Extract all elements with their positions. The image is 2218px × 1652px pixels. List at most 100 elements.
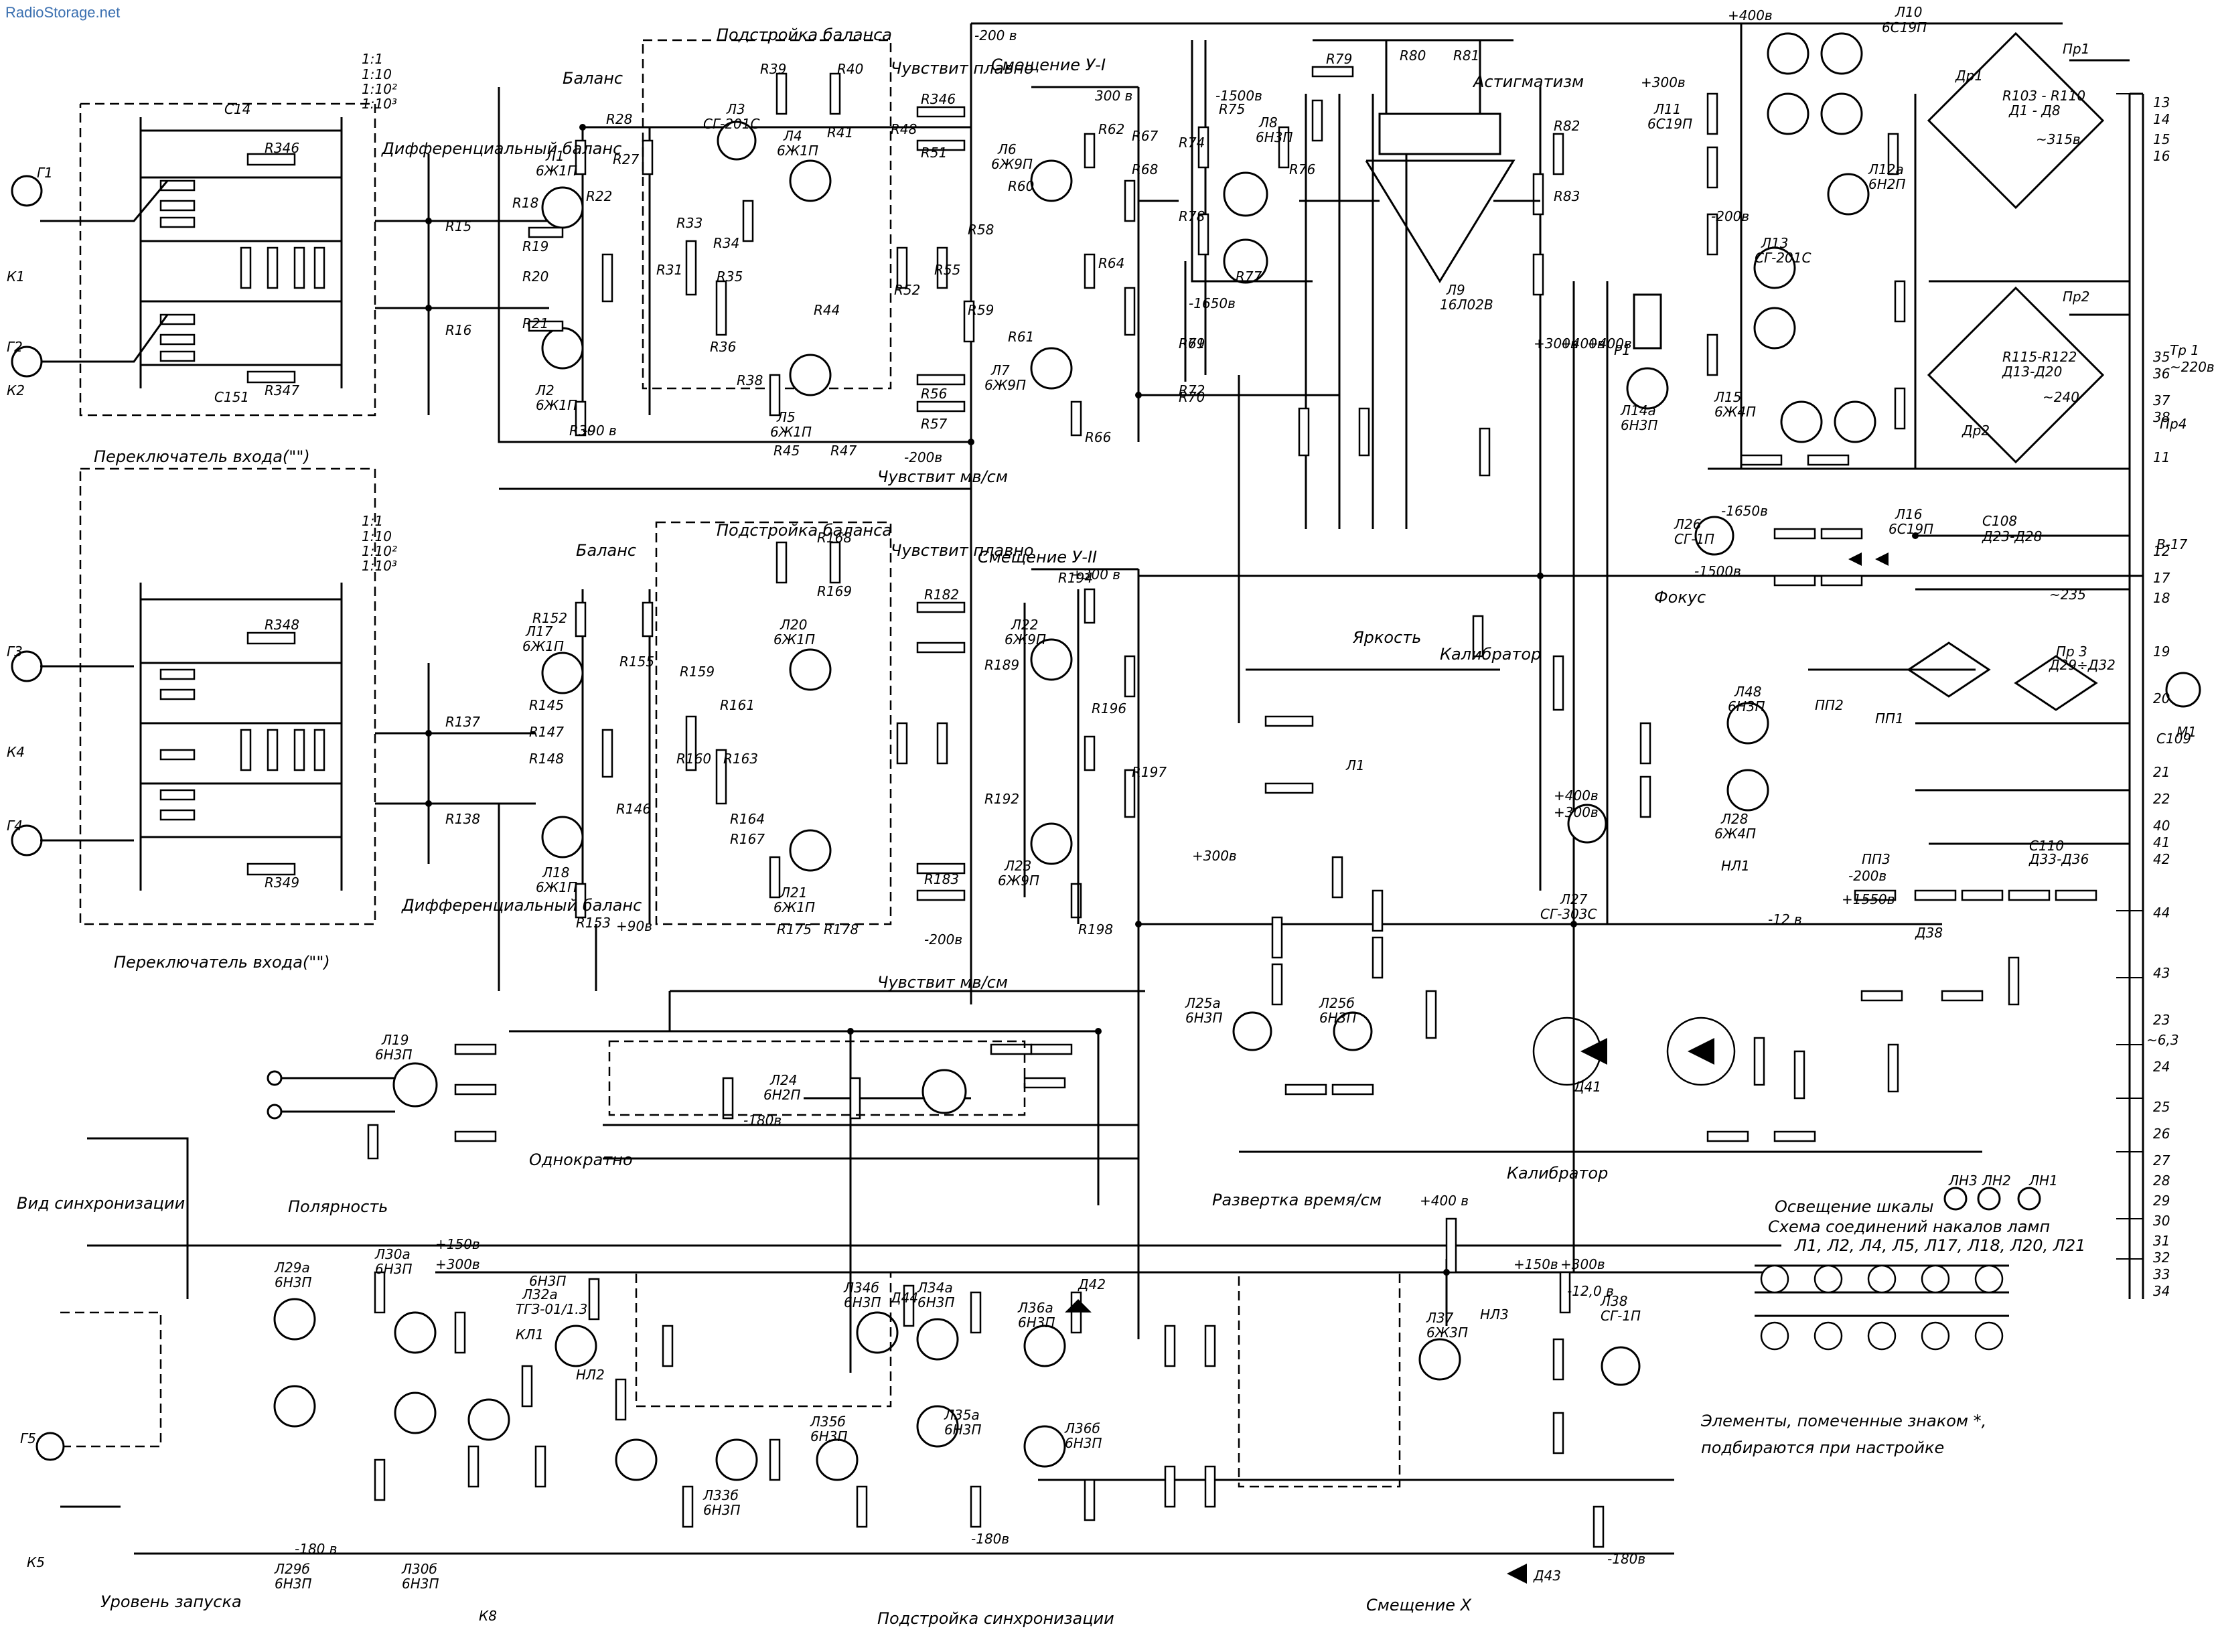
tube-l8: Л8 (1258, 115, 1278, 131)
svg-text:1:1: 1:1 (362, 51, 383, 67)
svg-text:R34: R34 (713, 235, 739, 251)
sync-type: Вид синхронизации (17, 1194, 185, 1213)
voltage-m12: -12 в (1768, 911, 1802, 927)
voltage-m200-mid: -200в (904, 449, 942, 465)
supply-column-labels: +300в +400в +400в (1534, 335, 1632, 352)
svg-text:R153: R153 (576, 915, 611, 931)
diode-d38: Д38 (1915, 925, 1943, 941)
diff-balance-bottom: Дифференциальный баланс (401, 896, 642, 915)
svg-text:R27: R27 (613, 151, 640, 167)
svg-text:R169: R169 (817, 583, 852, 599)
junction-dots (425, 124, 1919, 1276)
voltage-m200-y2: -200в (924, 931, 962, 948)
rectifier-2b: Д13-Д20 (2002, 364, 2062, 380)
voltage-p300-sweep: +300в (435, 1256, 480, 1272)
svg-text:R45: R45 (773, 443, 800, 459)
svg-text:R35: R35 (717, 269, 743, 285)
svg-text:R70: R70 (1179, 389, 1205, 405)
neon-nl2: НЛ2 (576, 1367, 605, 1383)
crt-section (1191, 39, 1564, 296)
neon-nl3: НЛ3 (1480, 1306, 1509, 1323)
tube-l13: Л13 (1761, 235, 1789, 251)
svg-text:Л22: Л22 (1011, 617, 1039, 633)
svg-text:R196: R196 (1092, 700, 1126, 717)
svg-text:R76: R76 (1289, 161, 1315, 177)
terminal-numbers: 13 14 15 16 35 36 37 38 11 12 17 18 19 2… (2153, 94, 2170, 1299)
trim-balance-bottom: Подстройка баланса (717, 521, 892, 540)
fuse-pr2: Пр2 (2063, 289, 2089, 305)
tube-l19: Л19 (381, 1032, 409, 1048)
svg-text:6Н3П: 6Н3П (375, 1261, 413, 1277)
lamp-ln1: ЛН1 (2028, 1173, 2058, 1189)
svg-text:R79: R79 (1326, 51, 1352, 67)
svg-text:1:10³: 1:10³ (362, 96, 397, 112)
svg-text:Л33б: Л33б (703, 1487, 739, 1503)
svg-text:R47: R47 (830, 443, 857, 459)
svg-text:+400в: +400в (1587, 335, 1632, 352)
tube-l28-type: 6Ж4П (1714, 826, 1756, 842)
svg-text:R159: R159 (680, 664, 715, 680)
svg-text:36: 36 (2153, 366, 2170, 382)
svg-text:28: 28 (2153, 1173, 2170, 1189)
svg-text:R192: R192 (984, 791, 1019, 807)
connector-k4: К4 (7, 744, 25, 760)
svg-text:R152: R152 (532, 610, 567, 626)
connector-g3: Г3 (7, 644, 23, 660)
svg-text:Л4: Л4 (783, 128, 802, 144)
sens-mv-top: Чувствит мв/см (877, 467, 1008, 486)
svg-text:R75: R75 (1219, 101, 1245, 117)
tube-l13-type: СГ-201С (1755, 250, 1811, 266)
choke-dr1: Др1 (1955, 68, 1983, 84)
svg-text:6Ж9П: 6Ж9П (984, 377, 1026, 393)
sweep-control-mid (1232, 889, 2041, 1211)
svg-text:29: 29 (2153, 1193, 2170, 1209)
svg-text:6Ж9П: 6Ж9П (991, 156, 1033, 172)
svg-text:32: 32 (2153, 1250, 2170, 1266)
voltage-m200-ps: -200в (1711, 208, 1749, 224)
svg-text:6Н3П: 6Н3П (917, 1294, 955, 1310)
svg-text:30: 30 (2153, 1213, 2170, 1229)
svg-text:Л3: Л3 (726, 101, 745, 117)
tube-l48: Л48 (1734, 684, 1762, 700)
svg-text:Л37: Л37 (1426, 1310, 1454, 1326)
tube-tg: ТГЗ-01/1.3 (516, 1301, 587, 1317)
voltage-p300-ps: +300в (1641, 74, 1686, 90)
note-line-2: подбираются при настройке (1701, 1438, 1944, 1457)
capacitor-c153: C151 (214, 389, 249, 405)
transformer-tr1: Тр 1 (2170, 342, 2199, 358)
svg-text:33: 33 (2153, 1266, 2170, 1282)
svg-text:24: 24 (2153, 1059, 2170, 1075)
svg-text:R167: R167 (730, 831, 765, 847)
svg-text:6Ж9П: 6Ж9П (1005, 631, 1046, 648)
diode-d42: Д42 (1078, 1276, 1106, 1292)
svg-text:37: 37 (2153, 392, 2170, 408)
svg-text:R58: R58 (968, 222, 994, 238)
heater-scheme (1755, 1264, 2009, 1351)
voltage-p400-sweep: +400 в (1420, 1193, 1469, 1209)
svg-text:R161: R161 (720, 697, 755, 713)
svg-text:R20: R20 (522, 269, 548, 285)
voltage-m90: -90 в (583, 423, 617, 439)
svg-text:18: 18 (2153, 590, 2170, 606)
astigmatism: Астигматизм (1472, 72, 1584, 91)
offset-x: Смещение X (1366, 1596, 1472, 1615)
voltage-p150: +150в (435, 1236, 480, 1252)
svg-text:R160: R160 (676, 751, 711, 767)
svg-text:6Н3П: 6Н3П (844, 1294, 881, 1310)
voltage-m200-top: -200 в (974, 27, 1017, 44)
key-kl1: КЛ1 (516, 1327, 544, 1343)
sens-smooth-top: Чувствит плавно (891, 59, 1034, 78)
calibrator-mid: Калибратор (1507, 1164, 1608, 1183)
svg-text:R155: R155 (619, 654, 654, 670)
resistor-r346: R346 (265, 140, 299, 156)
fuse-pr1: Пр1 (2063, 41, 2089, 57)
diodes-d33: Д33-Д36 (2028, 851, 2089, 867)
connector-k2: К2 (7, 382, 25, 398)
diode-d41: Д41 (1573, 1079, 1601, 1095)
capacitor-c149: C14 (224, 101, 250, 117)
connector-g2: Г2 (7, 339, 23, 355)
svg-text:43: 43 (2153, 965, 2170, 981)
svg-text:1:10³: 1:10³ (362, 558, 397, 574)
tube-labels-y2: Л17 6Ж1П Л18 6Ж1П Л20 6Ж1П Л21 6Ж1П Л22 … (522, 617, 1046, 915)
svg-text:Л5: Л5 (776, 409, 796, 425)
